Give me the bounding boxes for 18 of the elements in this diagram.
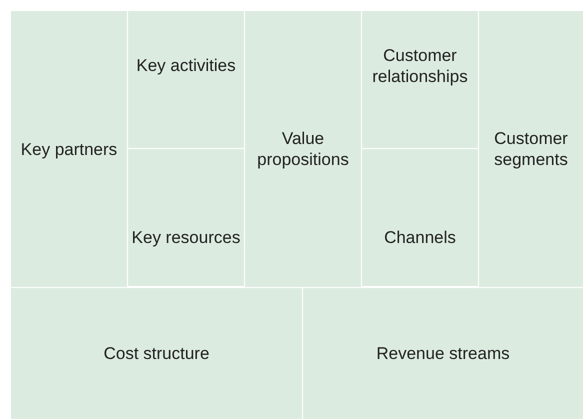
canvas-block [361,10,479,149]
block-title: Customer relationships [371,44,469,86]
canvas-block [127,10,245,149]
block-title: Channels [384,227,456,248]
block-title: Key resources [132,227,240,248]
canvas-block [127,148,245,287]
block-title: Customer segments [493,128,569,170]
canvas-block [10,287,303,420]
block-title: Revenue streams [376,343,510,364]
canvas-block [244,10,362,288]
block-title: Value propositions [256,128,350,170]
canvas-block [478,10,584,288]
canvas-block [302,287,584,420]
block-title: Cost structure [104,343,210,364]
canvas-block [10,10,128,288]
block-title: Key activities [136,55,236,76]
block-title: Key partners [20,138,118,160]
canvas-block [361,148,479,287]
